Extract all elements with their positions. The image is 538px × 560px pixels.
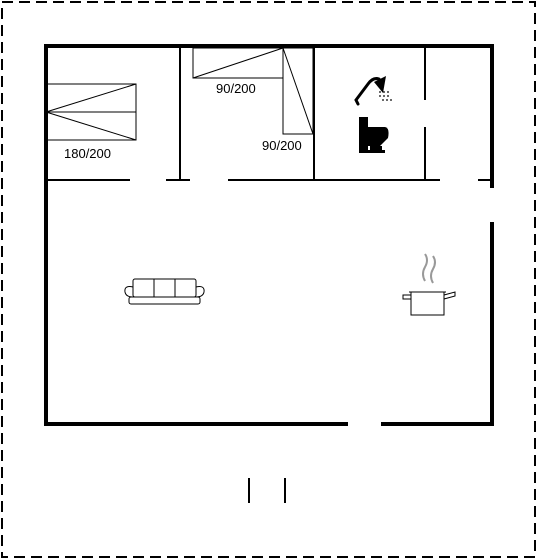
interior-walls [46, 46, 492, 181]
single-bed-top [192, 47, 284, 79]
double-bed [45, 83, 137, 141]
entrance-markers [248, 478, 286, 503]
sofa-icon [124, 278, 205, 305]
bed-label-90-200-top: 90/200 [216, 81, 256, 96]
single-bed-side [282, 47, 314, 135]
shower-icon [354, 76, 392, 106]
bed-label-180-200: 180/200 [64, 146, 111, 161]
cooking-pot-icon [402, 253, 456, 316]
toilet-icon [359, 117, 389, 153]
bed-label-90-200-side: 90/200 [262, 138, 302, 153]
exterior-walls [44, 44, 494, 426]
